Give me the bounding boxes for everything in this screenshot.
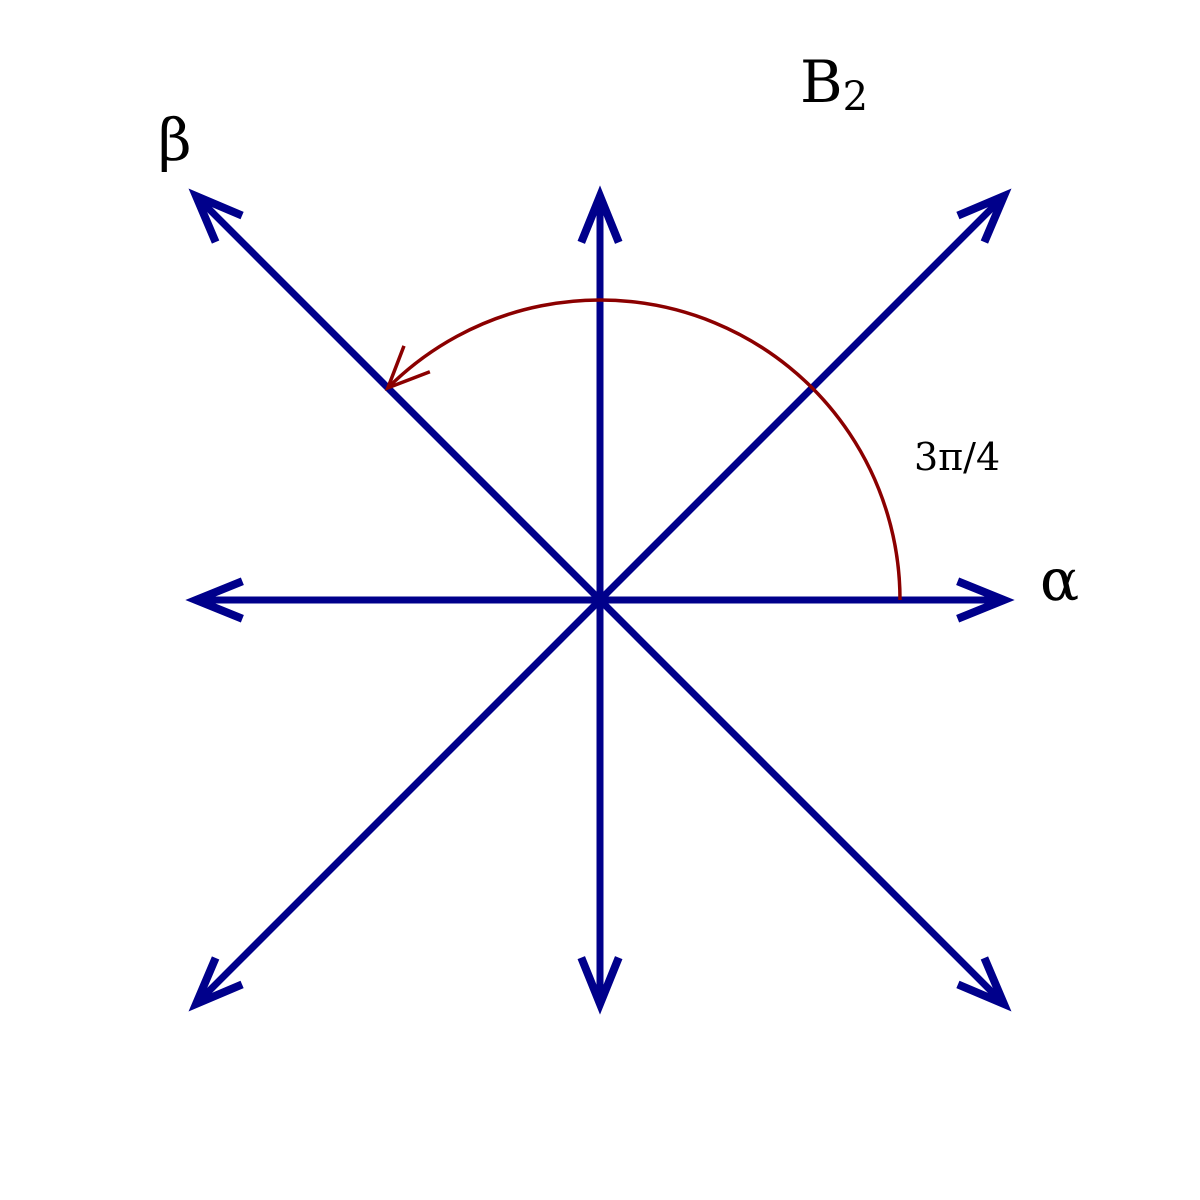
root-s-arrow — [577, 600, 623, 1015]
diagram-title: B2 — [800, 48, 868, 120]
root-n-arrowhead — [577, 185, 623, 244]
root-se-shaft — [597, 597, 1007, 1007]
angle-label: 3π/4 — [914, 435, 1000, 479]
root-s-arrowhead — [577, 956, 623, 1015]
roots-layer — [185, 185, 1015, 1015]
origin-point — [593, 593, 607, 607]
root-e-arrow — [600, 577, 1015, 623]
root-w-arrowhead — [185, 577, 244, 623]
root-sw-arrow — [188, 597, 603, 1012]
root-nw-arrowhead — [188, 188, 244, 244]
root-e-arrowhead — [956, 577, 1015, 623]
diagram-title-base: B — [800, 48, 843, 116]
angle-arc-layer — [384, 298, 902, 601]
root-se-arrowhead — [956, 956, 1012, 1012]
root-sw-arrowhead — [188, 956, 244, 1012]
root-ne-shaft — [597, 193, 1007, 603]
root-n-arrow — [577, 185, 623, 600]
root-se-arrow — [597, 597, 1012, 1012]
root-nw-arrow — [188, 188, 603, 603]
alpha-label: α — [1040, 546, 1079, 614]
angle-arc — [386, 298, 902, 601]
root-ne-arrowhead — [956, 188, 1012, 244]
diagram-title-subscript: 2 — [843, 74, 868, 120]
beta-label: β — [158, 106, 192, 174]
root-w-arrow — [185, 577, 600, 623]
root-sw-shaft — [193, 597, 603, 1007]
root-ne-arrow — [597, 188, 1012, 603]
root-nw-shaft — [193, 193, 603, 603]
angle-arc-arrowhead — [384, 345, 431, 391]
